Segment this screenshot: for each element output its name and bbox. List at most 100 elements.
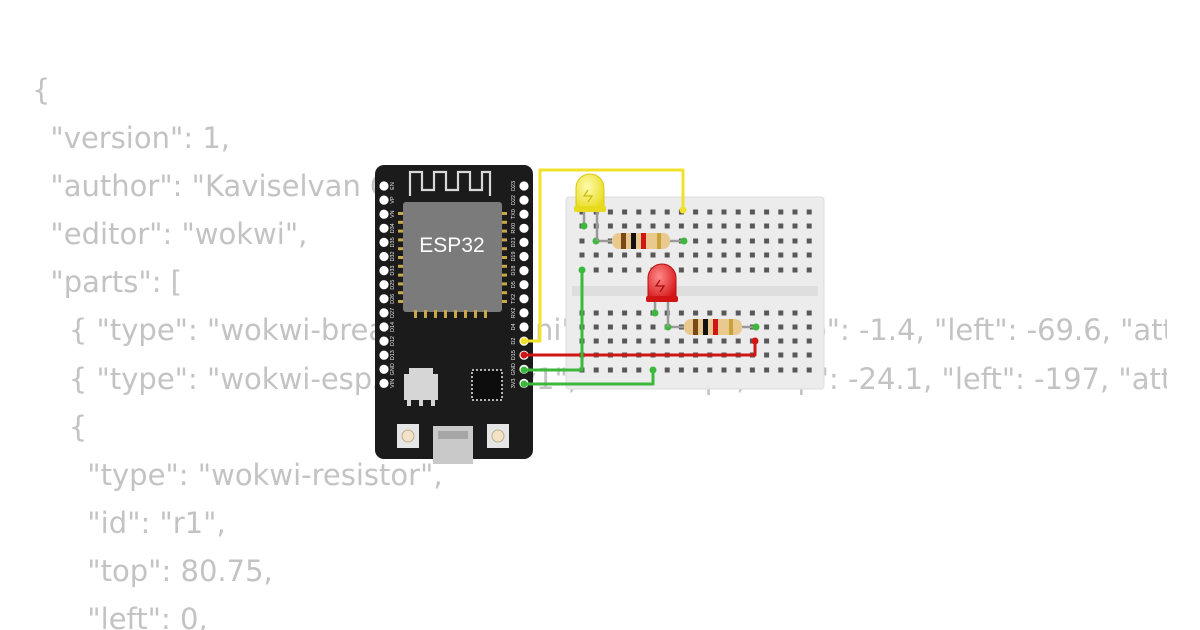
breadboard-hole[interactable] — [593, 310, 599, 316]
breadboard-hole[interactable] — [721, 367, 727, 373]
breadboard-hole[interactable] — [636, 267, 642, 273]
breadboard-hole[interactable] — [579, 238, 585, 244]
breadboard-hole[interactable] — [792, 338, 798, 344]
pin-hole[interactable] — [379, 308, 389, 318]
breadboard-hole[interactable] — [593, 267, 599, 273]
breadboard-hole[interactable] — [778, 338, 784, 344]
breadboard-hole[interactable] — [607, 367, 613, 373]
pin-hole[interactable] — [519, 322, 529, 332]
breadboard-hole[interactable] — [693, 252, 699, 258]
breadboard-hole[interactable] — [607, 252, 613, 258]
breadboard-hole[interactable] — [721, 252, 727, 258]
breadboard-hole[interactable] — [607, 310, 613, 316]
led-red[interactable] — [646, 263, 678, 327]
breadboard-hole[interactable] — [721, 238, 727, 244]
breadboard-hole[interactable] — [636, 310, 642, 316]
breadboard-hole[interactable] — [792, 352, 798, 358]
breadboard-hole[interactable] — [622, 252, 628, 258]
pin-hole[interactable] — [519, 181, 529, 191]
breadboard-hole[interactable] — [735, 310, 741, 316]
breadboard-hole[interactable] — [749, 367, 755, 373]
breadboard-hole[interactable] — [607, 267, 613, 273]
breadboard-hole[interactable] — [749, 209, 755, 215]
breadboard-hole[interactable] — [664, 223, 670, 229]
breadboard-hole[interactable] — [764, 209, 770, 215]
breadboard-hole[interactable] — [806, 238, 812, 244]
breadboard-hole[interactable] — [707, 310, 713, 316]
pin-hole[interactable] — [379, 251, 389, 262]
breadboard-hole[interactable] — [622, 367, 628, 373]
breadboard-hole[interactable] — [792, 252, 798, 258]
pin-hole[interactable] — [379, 237, 389, 247]
breadboard-hole[interactable] — [778, 238, 784, 244]
pin-hole[interactable] — [379, 322, 389, 332]
breadboard-hole[interactable] — [650, 338, 656, 344]
pin-hole[interactable] — [519, 280, 529, 290]
breadboard-hole[interactable] — [778, 267, 784, 273]
breadboard-hole[interactable] — [749, 252, 755, 258]
breadboard-hole[interactable] — [721, 209, 727, 215]
led-yellow[interactable] — [574, 173, 606, 241]
breadboard-hole[interactable] — [636, 252, 642, 258]
breadboard-hole[interactable] — [792, 367, 798, 373]
breadboard-hole[interactable] — [650, 223, 656, 229]
breadboard-hole[interactable] — [593, 252, 599, 258]
pin-hole[interactable] — [519, 266, 529, 276]
breadboard-hole[interactable] — [664, 338, 670, 344]
breadboard[interactable] — [565, 196, 825, 390]
pin-hole[interactable] — [519, 195, 529, 205]
breadboard-hole[interactable] — [778, 252, 784, 258]
breadboard-hole[interactable] — [778, 324, 784, 330]
pin-hole[interactable] — [519, 223, 529, 233]
breadboard-hole[interactable] — [607, 324, 613, 330]
breadboard-hole[interactable] — [749, 238, 755, 244]
breadboard-hole[interactable] — [792, 223, 798, 229]
breadboard-hole[interactable] — [721, 223, 727, 229]
breadboard-hole[interactable] — [693, 209, 699, 215]
breadboard-hole[interactable] — [806, 338, 812, 344]
pin-hole[interactable] — [519, 237, 529, 247]
breadboard-hole[interactable] — [749, 310, 755, 316]
breadboard-hole[interactable] — [636, 324, 642, 330]
breadboard-hole[interactable] — [636, 223, 642, 229]
pin-hole[interactable] — [519, 209, 529, 219]
pin-hole[interactable] — [379, 266, 389, 276]
breadboard-hole[interactable] — [636, 367, 642, 373]
breadboard-hole[interactable] — [622, 209, 628, 215]
pin-hole[interactable] — [379, 181, 389, 191]
breadboard-hole[interactable] — [778, 310, 784, 316]
breadboard-hole[interactable] — [607, 338, 613, 344]
breadboard-hole[interactable] — [792, 310, 798, 316]
breadboard-hole[interactable] — [735, 367, 741, 373]
breadboard-hole[interactable] — [778, 209, 784, 215]
breadboard-hole[interactable] — [749, 267, 755, 273]
breadboard-hole[interactable] — [764, 310, 770, 316]
breadboard-hole[interactable] — [593, 338, 599, 344]
pin-hole[interactable] — [379, 364, 389, 374]
breadboard-hole[interactable] — [678, 223, 684, 229]
breadboard-hole[interactable] — [806, 209, 812, 215]
breadboard-hole[interactable] — [650, 209, 656, 215]
breadboard-hole[interactable] — [806, 223, 812, 229]
breadboard-hole[interactable] — [579, 252, 585, 258]
breadboard-hole[interactable] — [678, 252, 684, 258]
breadboard-hole[interactable] — [650, 252, 656, 258]
pin-hole[interactable] — [519, 294, 529, 304]
breadboard-hole[interactable] — [693, 338, 699, 344]
breadboard-hole[interactable] — [607, 209, 613, 215]
pin-hole[interactable] — [379, 350, 389, 360]
breadboard-hole[interactable] — [792, 324, 798, 330]
breadboard-hole[interactable] — [693, 310, 699, 316]
breadboard-hole[interactable] — [678, 338, 684, 344]
breadboard-hole[interactable] — [607, 223, 613, 229]
breadboard-hole[interactable] — [664, 209, 670, 215]
breadboard-hole[interactable] — [707, 223, 713, 229]
breadboard-hole[interactable] — [622, 223, 628, 229]
breadboard-hole[interactable] — [764, 252, 770, 258]
breadboard-hole[interactable] — [721, 338, 727, 344]
breadboard-hole[interactable] — [749, 223, 755, 229]
breadboard-hole[interactable] — [735, 338, 741, 344]
breadboard-hole[interactable] — [778, 352, 784, 358]
breadboard-hole[interactable] — [664, 252, 670, 258]
breadboard-hole[interactable] — [693, 267, 699, 273]
